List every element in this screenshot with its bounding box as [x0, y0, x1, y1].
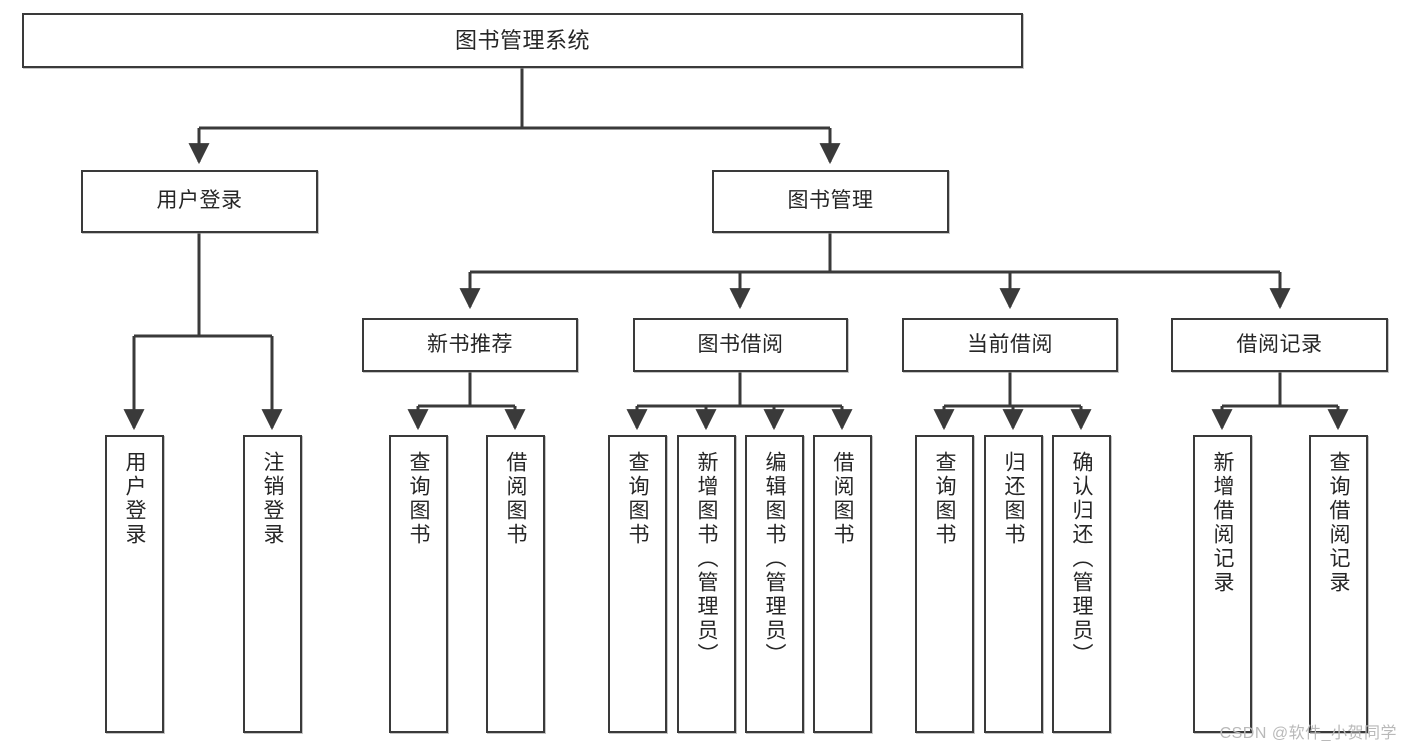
leaf-add-book-admin[interactable]: 新增图书（管理员） — [677, 435, 736, 733]
node-label: 新增图书（管理员） — [695, 451, 718, 667]
node-new-book-recommendation[interactable]: 新书推荐 — [362, 318, 578, 372]
leaf-user-login[interactable]: 用户登录 — [105, 435, 164, 733]
node-label: 归还图书 — [1002, 451, 1025, 547]
leaf-return-book[interactable]: 归还图书 — [984, 435, 1043, 733]
leaf-edit-book-admin[interactable]: 编辑图书（管理员） — [745, 435, 804, 733]
node-label: 查询图书 — [933, 451, 956, 547]
csdn-watermark: CSDN @软件_小贺同学 — [1219, 725, 1397, 742]
node-book-management[interactable]: 图书管理 — [712, 170, 949, 233]
leaf-query-book-recommend[interactable]: 查询图书 — [389, 435, 448, 733]
node-borrow-record[interactable]: 借阅记录 — [1171, 318, 1388, 372]
node-label: 新增借阅记录 — [1211, 451, 1234, 595]
node-label: 查询图书 — [626, 451, 649, 547]
node-label: 注销登录 — [261, 451, 284, 547]
node-label: 当前借阅 — [967, 332, 1053, 356]
leaf-add-borrow-record[interactable]: 新增借阅记录 — [1193, 435, 1252, 733]
leaf-query-book-current[interactable]: 查询图书 — [915, 435, 974, 733]
node-label: 新书推荐 — [427, 332, 513, 356]
node-label: 用户登录 — [156, 189, 243, 213]
node-label: 借阅记录 — [1236, 332, 1323, 356]
node-label: 图书管理系统 — [454, 27, 590, 53]
node-label: 查询借阅记录 — [1327, 451, 1350, 595]
leaf-logout-login[interactable]: 注销登录 — [243, 435, 302, 733]
node-label: 查询图书 — [407, 451, 430, 547]
node-book-borrow[interactable]: 图书借阅 — [633, 318, 848, 372]
node-user-login[interactable]: 用户登录 — [81, 170, 318, 233]
leaf-confirm-return-admin[interactable]: 确认归还（管理员） — [1052, 435, 1111, 733]
leaf-borrow-book[interactable]: 借阅图书 — [813, 435, 872, 733]
node-current-borrow[interactable]: 当前借阅 — [902, 318, 1118, 372]
leaf-query-book-borrow[interactable]: 查询图书 — [608, 435, 667, 733]
leaf-query-borrow-record[interactable]: 查询借阅记录 — [1309, 435, 1368, 733]
node-label: 编辑图书（管理员） — [763, 451, 786, 667]
node-root-book-management-system[interactable]: 图书管理系统 — [22, 13, 1023, 68]
node-label: 用户登录 — [123, 451, 146, 547]
node-label: 借阅图书 — [831, 451, 854, 547]
leaf-borrow-book-recommend[interactable]: 借阅图书 — [486, 435, 545, 733]
node-label: 图书借阅 — [697, 332, 784, 356]
node-label: 图书管理 — [787, 189, 874, 213]
node-label: 借阅图书 — [504, 451, 527, 547]
node-label: 确认归还（管理员） — [1070, 451, 1093, 667]
